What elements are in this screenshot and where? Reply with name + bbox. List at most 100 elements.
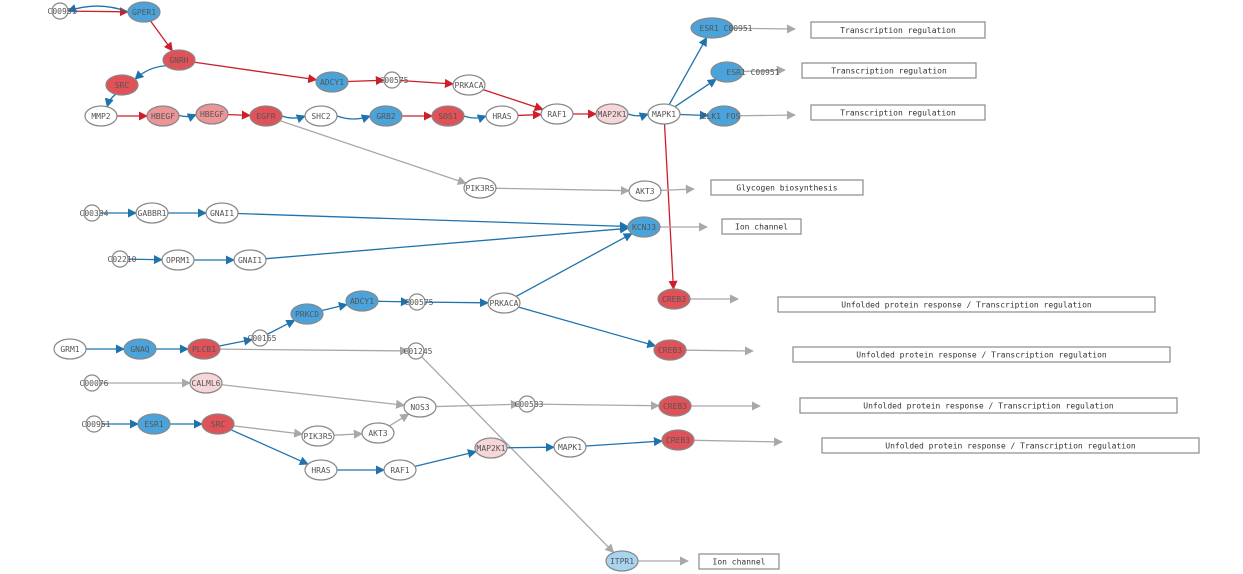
edge-blue (67, 4, 129, 13)
node-shape (304, 459, 338, 481)
node-shape (83, 204, 101, 222)
node-gnaq[interactable]: GNAQ (123, 338, 157, 360)
node-prkcd[interactable]: PRKCD (290, 303, 324, 325)
node-label: C00334 (80, 209, 109, 218)
node-c00076[interactable]: C00076 (80, 374, 109, 392)
node-c02210[interactable]: C02210 (108, 250, 137, 268)
node-kcnj3[interactable]: KCNJ3 (627, 216, 661, 238)
node-shape (657, 288, 691, 310)
node-grb2[interactable]: GRB2 (369, 105, 403, 127)
node-shape (123, 338, 157, 360)
node-raf1[interactable]: RAF1 (383, 459, 417, 481)
outcome-box-frame (698, 553, 780, 570)
node-shc2[interactable]: SHC2 (304, 105, 338, 127)
node-creb3[interactable]: CREB3 (661, 429, 695, 451)
node-mapk1[interactable]: MAPK1 (553, 436, 587, 458)
outcome-box-label: Transcription regulation (840, 26, 956, 35)
node-sos1[interactable]: SOS1 (431, 105, 465, 127)
node-pik3r5[interactable]: PIK3R5 (301, 425, 335, 447)
node-shape (83, 374, 101, 392)
node-shape (195, 103, 229, 125)
node-elk1-fos[interactable]: ELK1 FOS (702, 105, 741, 127)
node-label: HRAS (492, 112, 511, 121)
node-c00533[interactable]: C00533 (515, 395, 544, 413)
node-egfr[interactable]: EGFR (249, 105, 283, 127)
node-map2k1[interactable]: MAP2K1 (595, 103, 629, 125)
node-shape (628, 180, 662, 202)
node-akt3[interactable]: AKT3 (628, 180, 662, 202)
outcome-box-unfolded-protein-response-transcription-regulation: Unfolded protein response / Transcriptio… (777, 296, 1156, 313)
node-label: AKT3 (368, 429, 387, 438)
node-calml6[interactable]: CALML6 (189, 372, 223, 394)
node-prkaca[interactable]: PRKACA (452, 74, 486, 96)
node-mmp2[interactable]: MMP2 (84, 105, 118, 127)
node-c00165[interactable]: C00165 (248, 329, 277, 347)
node-gabbr1[interactable]: GABBR1 (135, 202, 169, 224)
node-c00334[interactable]: C00334 (80, 204, 109, 222)
outcome-box-label: Ion channel (735, 223, 788, 232)
node-label: MAP2K1 (598, 110, 627, 119)
node-src[interactable]: SRC (201, 413, 235, 435)
edge-blue (127, 255, 163, 265)
node-label: RAF1 (547, 110, 566, 119)
node-akt3[interactable]: AKT3 (361, 422, 395, 444)
node-shape (487, 292, 521, 314)
outcome-box-label: Glycogen biosynthesis (736, 184, 837, 193)
node-gper1[interactable]: GPER1 (127, 1, 161, 23)
node-pik3r5[interactable]: PIK3R5 (463, 177, 497, 199)
node-grm1[interactable]: GRM1 (53, 338, 87, 360)
node-c01245[interactable]: C01245 (404, 342, 433, 360)
edge-gray (279, 120, 467, 185)
node-c00575[interactable]: C00575 (380, 71, 409, 89)
edge-red (67, 7, 129, 17)
outcome-box-transcription-regulation: Transcription regulation (810, 104, 986, 121)
edge-blue (377, 297, 410, 307)
node-gnai1[interactable]: GNAI1 (205, 202, 239, 224)
node-creb3[interactable]: CREB3 (657, 288, 691, 310)
node-label: ESR1 C00951 (700, 24, 753, 33)
node-map2k1[interactable]: MAP2K1 (474, 437, 508, 459)
node-label: C00951 (82, 420, 111, 429)
node-esr1-c00951[interactable]: ESR1 C00951 (710, 61, 780, 83)
edge-gray (435, 399, 520, 410)
node-esr1[interactable]: ESR1 (137, 413, 171, 435)
node-gnrh[interactable]: GNRH (162, 49, 196, 71)
node-itpr1[interactable]: ITPR1 (605, 550, 639, 572)
edge-gray (221, 384, 406, 409)
node-shape (605, 550, 639, 572)
node-gnai1[interactable]: GNAI1 (233, 249, 267, 271)
node-adcy1[interactable]: ADCY1 (315, 71, 349, 93)
node-creb3[interactable]: CREB3 (653, 339, 687, 361)
node-hbegf[interactable]: HBEGF (195, 103, 229, 125)
node-esr1-c00951[interactable]: ESR1 C00951 (690, 17, 753, 39)
node-shape (304, 105, 338, 127)
outcome-box-frame (777, 296, 1156, 313)
edge-blue (134, 65, 166, 80)
node-shape (369, 105, 403, 127)
node-label: AKT3 (635, 187, 654, 196)
edge-gray (739, 110, 796, 120)
edge-blue (219, 336, 254, 347)
edge-gray (421, 356, 615, 554)
node-plcb1[interactable]: PLCB1 (187, 338, 221, 360)
node-adcy1[interactable]: ADCY1 (345, 290, 379, 312)
edge-gray (534, 401, 660, 411)
node-c00575[interactable]: C00575 (405, 293, 434, 311)
node-c00951[interactable]: C00951 (48, 2, 77, 20)
node-oprm1[interactable]: OPRM1 (161, 249, 195, 271)
outcome-box-frame (792, 346, 1171, 363)
node-mapk1[interactable]: MAPK1 (647, 103, 681, 125)
node-src[interactable]: SRC (105, 74, 139, 96)
node-hras[interactable]: HRAS (304, 459, 338, 481)
node-hbegf[interactable]: HBEGF (146, 105, 180, 127)
node-hras[interactable]: HRAS (485, 105, 519, 127)
node-prkaca[interactable]: PRKACA (487, 292, 521, 314)
node-shape (301, 425, 335, 447)
node-c00951[interactable]: C00951 (82, 415, 111, 433)
node-nos3[interactable]: NOS3 (403, 396, 437, 418)
node-shape (627, 216, 661, 238)
node-raf1[interactable]: RAF1 (540, 103, 574, 125)
node-creb3[interactable]: CREB3 (658, 395, 692, 417)
